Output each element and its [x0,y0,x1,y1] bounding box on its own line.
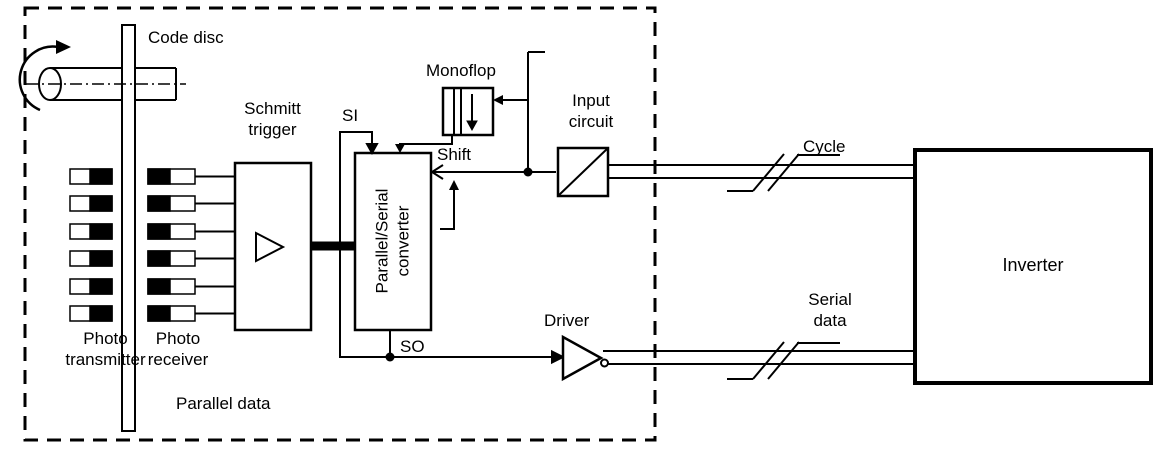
clock-edge-symbol [440,180,459,230]
parallel-data-label: Parallel data [176,394,271,413]
monoflop-label: Monoflop [426,61,496,80]
monoflop-trigger-path [493,51,545,172]
driver-output-bubble [600,358,609,368]
parallel-serial-converter-label: Parallel/Serial converter [372,188,413,294]
so-label: SO [400,337,425,356]
photo-receiver-label: Photo receiver [147,329,209,369]
serial-data-line-pair [603,341,915,380]
code-disc-label: Code disc [148,28,224,47]
shift-line [430,164,556,180]
shift-open-arrowhead [430,164,444,180]
cycle-label: Cycle [803,137,846,156]
amplifier-triangle-icon [255,231,286,263]
si-arrowhead [365,143,379,156]
shift-label: Shift [437,145,472,164]
input-circuit-box [556,146,610,198]
cycle-line-pair [608,153,915,192]
code-disc [121,24,136,432]
so-junction-dot [385,352,395,362]
si-label: SI [342,106,359,125]
parallel-serial-converter-box [353,151,433,332]
serial-data-label: Serial data [808,290,852,330]
driver-input-arrowhead [551,349,566,365]
photo-sensor-array [69,168,235,322]
monoflop-output-path [395,135,453,153]
input-circuit-label: Input circuit [568,91,614,131]
driver-label: Driver [544,311,590,330]
rotation-arrow-icon [18,40,71,112]
photo-transmitter-label: Photo transmitter [65,329,146,369]
driver-symbol [561,334,609,382]
inverter-label: Inverter [1002,255,1064,275]
inverter-box [913,148,1153,385]
schmitt-trigger-label: Schmitt trigger [244,99,301,139]
schmitt-trigger-box [233,161,313,332]
monoflop-box [441,86,495,137]
monoflop-pulse-arrow-icon [466,120,478,132]
so-si-feedback-path [339,131,566,365]
